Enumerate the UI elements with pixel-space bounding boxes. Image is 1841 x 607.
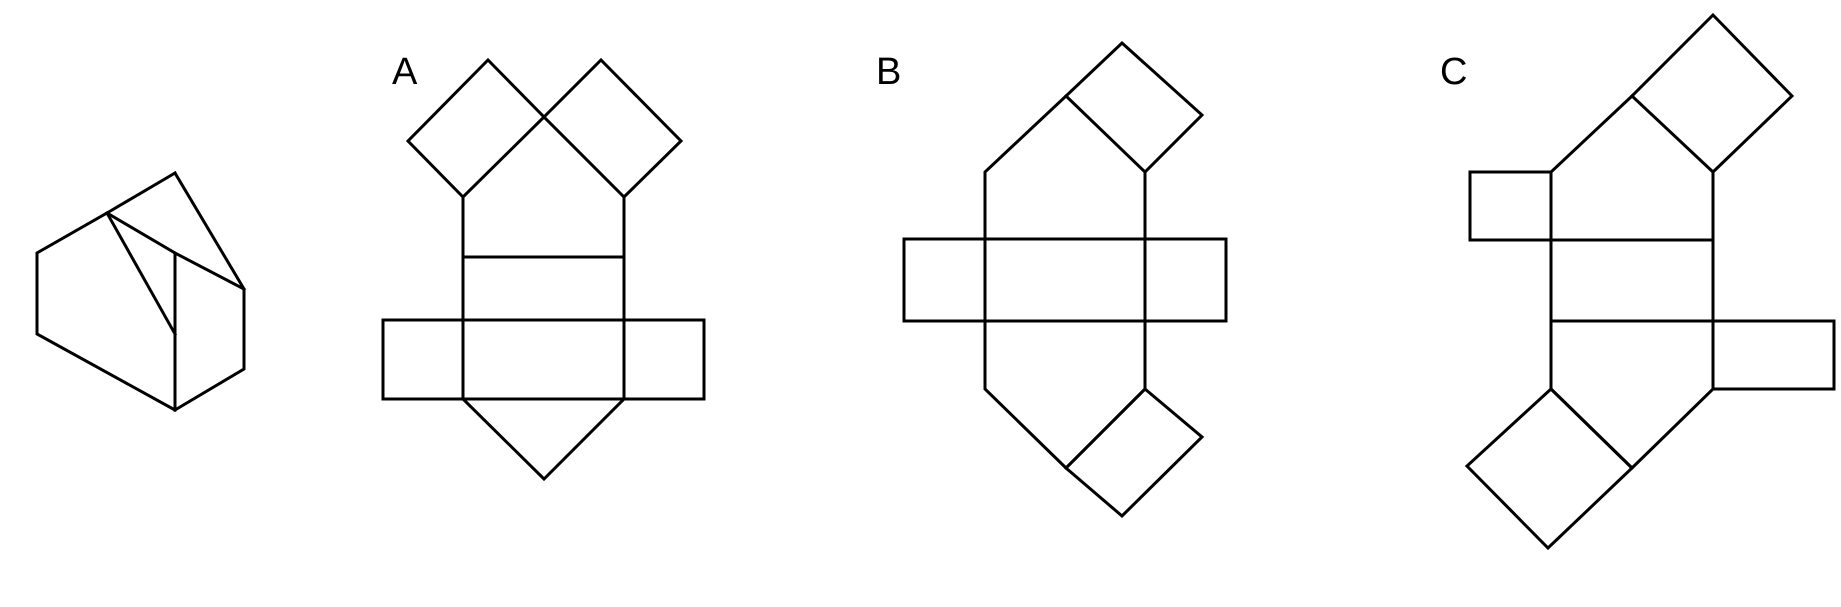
prism-roof-ridge-edge (172, 170, 247, 292)
net-option-b (902, 40, 1228, 519)
prism-roof-back-edge (104, 170, 178, 216)
net-a-bottom-strip (381, 318, 706, 401)
net-b-middle-strip (902, 237, 1228, 323)
net-a-roof-square-left (405, 57, 547, 200)
option-c-label: C (1440, 51, 1467, 93)
net-a-bottom-point (460, 396, 627, 482)
net-c-bottom-point (1548, 386, 1716, 471)
net-c-right-flap (1711, 319, 1836, 391)
prism-back-edges (172, 250, 246, 413)
option-b-label: B (876, 51, 901, 93)
net-c-top-square (1629, 12, 1795, 175)
net-a-roof-square-right (541, 57, 684, 200)
net-c-bottom-square (1464, 386, 1635, 551)
net-b-top-square (1063, 40, 1205, 175)
net-option-a (381, 57, 706, 482)
net-c-left-flap (1468, 170, 1553, 242)
prism-front-face (35, 211, 178, 413)
prism-roof-front-edge (104, 210, 178, 337)
net-c-roof-and-walls (1549, 93, 1635, 391)
solid-prism-3d (35, 170, 247, 413)
net-b-bottom-square (1063, 386, 1205, 519)
net-option-c (1464, 12, 1836, 551)
option-a-label: A (392, 51, 418, 93)
net-b-upper-roof (983, 93, 1147, 471)
